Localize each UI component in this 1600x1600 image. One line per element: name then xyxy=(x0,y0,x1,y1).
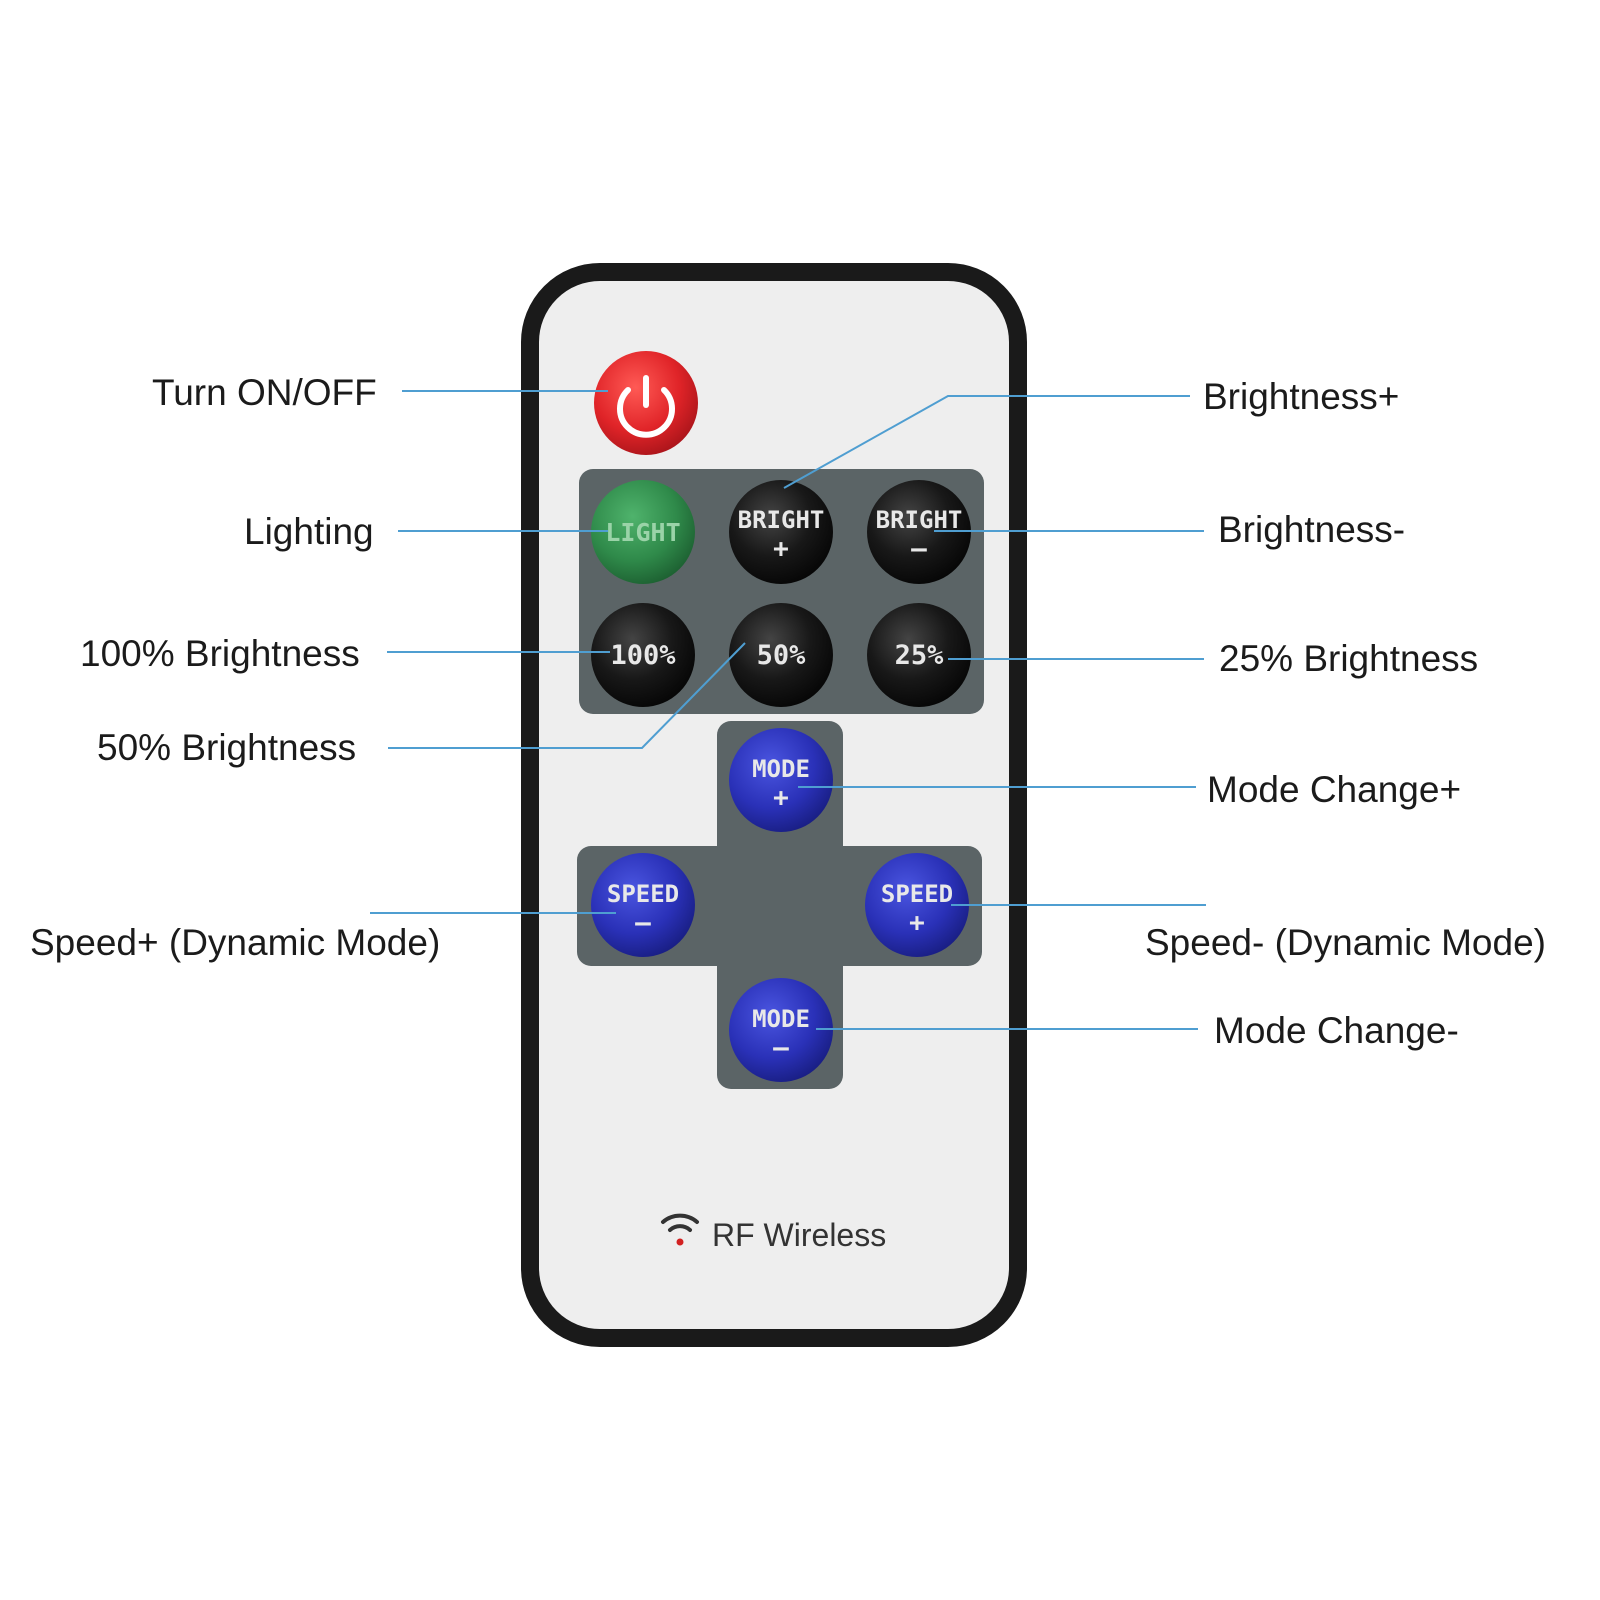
bright-plus-button[interactable]: BRIGHT + xyxy=(729,480,833,584)
wireless-signal-icon xyxy=(661,1213,699,1246)
leader-lines xyxy=(370,390,1206,1030)
speed-plus-sign: + xyxy=(909,908,925,938)
bright-plus-sign: + xyxy=(773,534,789,564)
brightness-50-label: 50% xyxy=(757,640,807,671)
annotation-100-brightness: 100% Brightness xyxy=(80,633,360,674)
light-button-label: LIGHT xyxy=(605,518,680,547)
mode-minus-sign: – xyxy=(773,1033,789,1063)
bright-minus-button[interactable]: BRIGHT – xyxy=(867,480,971,584)
speed-minus-button[interactable]: SPEED – xyxy=(591,853,695,957)
mode-plus-sign: + xyxy=(773,783,789,813)
annotation-mode-change-minus: Mode Change- xyxy=(1214,1010,1459,1051)
brightness-25-label: 25% xyxy=(895,640,945,671)
annotation-lighting: Lighting xyxy=(244,511,374,552)
mode-plus-button[interactable]: MODE + xyxy=(729,728,833,832)
rf-wireless-label: RF Wireless xyxy=(712,1217,886,1253)
leader-brightness-plus xyxy=(783,395,1190,489)
brightness-50-button[interactable]: 50% xyxy=(729,603,833,707)
mode-minus-label: MODE xyxy=(752,1005,810,1033)
speed-minus-sign: – xyxy=(635,908,651,938)
annotation-mode-change-plus: Mode Change+ xyxy=(1207,769,1462,810)
power-button[interactable] xyxy=(594,351,698,455)
bright-minus-sign: – xyxy=(911,534,927,564)
mode-plus-label: MODE xyxy=(752,755,810,783)
brightness-100-button[interactable]: 100% xyxy=(591,603,695,707)
annotation-turn-on-off: Turn ON/OFF xyxy=(152,372,377,413)
annotation-brightness-minus: Brightness- xyxy=(1218,509,1406,550)
brightness-25-button[interactable]: 25% xyxy=(867,603,971,707)
bright-plus-label: BRIGHT xyxy=(738,506,825,534)
annotation-50-brightness: 50% Brightness xyxy=(97,727,357,768)
annotation-brightness-plus: Brightness+ xyxy=(1203,376,1400,417)
power-icon xyxy=(617,375,675,438)
annotation-25-brightness: 25% Brightness xyxy=(1219,638,1479,679)
mode-minus-button[interactable]: MODE – xyxy=(729,978,833,1082)
annotation-speed-plus-dynamic: Speed+ (Dynamic Mode) xyxy=(30,922,441,963)
light-button[interactable]: LIGHT xyxy=(591,480,695,584)
bright-minus-label: BRIGHT xyxy=(876,506,963,534)
brightness-100-label: 100% xyxy=(610,640,676,671)
annotation-speed-minus-dynamic: Speed- (Dynamic Mode) xyxy=(1145,922,1546,963)
speed-plus-button[interactable]: SPEED + xyxy=(865,853,969,957)
leader-50 xyxy=(388,642,746,749)
speed-plus-label: SPEED xyxy=(881,880,953,908)
speed-minus-label: SPEED xyxy=(607,880,679,908)
